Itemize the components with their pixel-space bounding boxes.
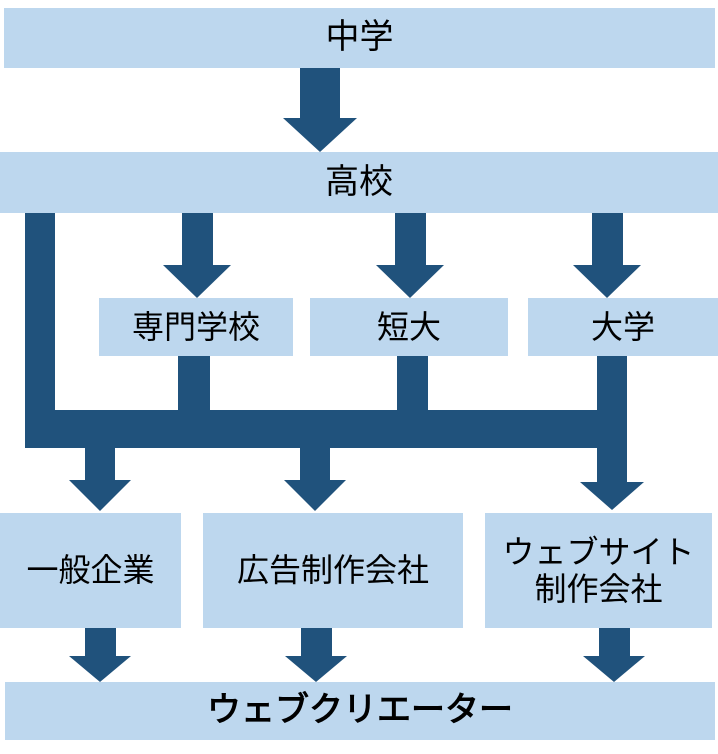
website-company-line2: 制作会社	[534, 569, 663, 608]
arrow-head	[573, 265, 641, 298]
arrow-stem	[182, 213, 213, 265]
node-ad-production-company-label: 広告制作会社	[236, 551, 429, 590]
node-junior-college: 短大	[310, 298, 508, 356]
arrow-head	[69, 480, 131, 511]
website-company-line1: ウェブサイト	[502, 532, 695, 571]
arrow-head	[583, 656, 645, 682]
node-general-company: 一般企業	[0, 513, 181, 628]
arrow-stem	[300, 68, 340, 118]
arrow-stem	[592, 213, 623, 265]
arrow-stem	[301, 628, 332, 656]
node-website-production-company: ウェブサイト 制作会社	[485, 513, 712, 628]
node-university: 大学	[528, 298, 718, 356]
node-ad-production-company: 広告制作会社	[203, 513, 463, 628]
node-junior-high: 中学	[4, 8, 715, 68]
arrow-stem	[85, 448, 115, 480]
node-junior-high-label: 中学	[325, 17, 394, 58]
node-general-company-label: 一般企業	[26, 551, 155, 590]
node-university-label: 大学	[590, 307, 655, 346]
arrow-head	[285, 656, 347, 682]
arrow-stem	[395, 213, 426, 265]
node-vocational-school: 専門学校	[99, 298, 293, 356]
node-high-school: 高校	[0, 152, 718, 213]
node-website-production-company-label: ウェブサイト 制作会社	[502, 532, 695, 608]
arrow-head	[284, 480, 346, 511]
arrow-stem	[599, 628, 630, 656]
arrow-head	[69, 656, 131, 682]
connector-junior-college-to-bar	[397, 356, 428, 412]
connector-vocational-to-bar	[178, 356, 210, 412]
node-web-creator-label: ウェブクリエーター	[207, 690, 513, 731]
arrow-head	[163, 265, 231, 298]
node-web-creator: ウェブクリエーター	[5, 682, 715, 740]
arrow-stem	[597, 356, 627, 482]
arrow-stem	[85, 628, 116, 656]
node-high-school-label: 高校	[325, 161, 393, 202]
node-vocational-school-label: 専門学校	[131, 307, 260, 346]
arrow-head	[376, 265, 444, 298]
connector-high-school-bypass-line	[25, 213, 55, 412]
arrow-head	[580, 482, 644, 510]
arrow-head	[283, 118, 357, 152]
arrow-stem	[300, 448, 330, 480]
node-junior-college-label: 短大	[376, 307, 441, 346]
connector-collector-bar	[25, 410, 627, 448]
